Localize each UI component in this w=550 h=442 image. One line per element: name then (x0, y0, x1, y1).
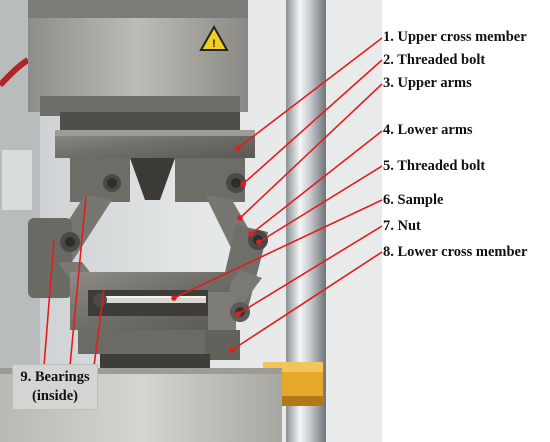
label-lower-cross-member: 8. Lower cross member (383, 244, 528, 260)
label-bearings-inside: (inside) (32, 388, 78, 404)
label-upper-cross-member: 1. Upper cross member (383, 29, 527, 45)
label-threaded-bolt-5: 5. Threaded bolt (383, 158, 486, 174)
label-bearings: 9. Bearings (20, 369, 90, 385)
label-upper-arms: 3. Upper arms (383, 75, 472, 91)
label-sample: 6. Sample (383, 192, 444, 208)
svg-text:!: ! (212, 38, 216, 50)
label-threaded-bolt-2: 2. Threaded bolt (383, 52, 486, 68)
label-bearings-box: 9. Bearings (inside) (12, 364, 98, 410)
label-nut: 7. Nut (383, 218, 421, 234)
label-lower-arms: 4. Lower arms (383, 122, 473, 138)
